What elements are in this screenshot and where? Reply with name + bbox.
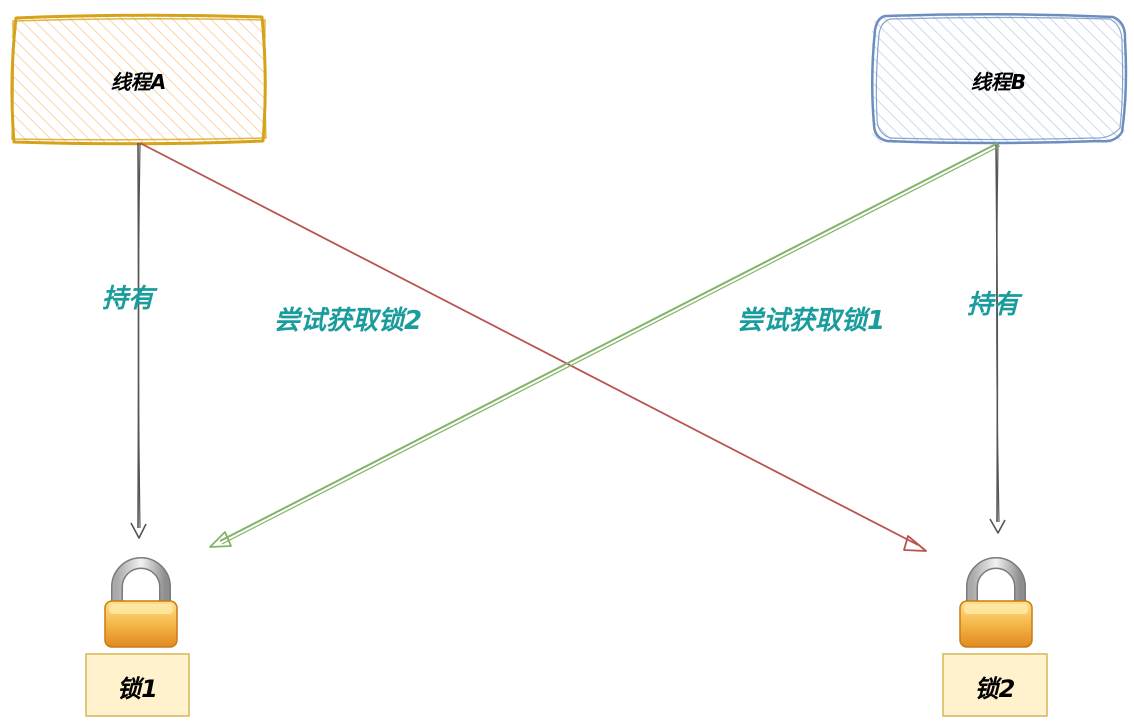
thread-b-box[interactable] [870, 12, 1128, 145]
thread-b-label: 线程B [970, 70, 1027, 94]
lock1-label: 锁1 [117, 675, 158, 703]
edge-a-holds-lock1 [130, 142, 147, 539]
lock2-icon [959, 557, 1033, 648]
thread-a-label: 线程A [110, 70, 167, 94]
edge-label-b-tries-lock1: 尝试获取锁1 [737, 306, 886, 336]
edge-b-tries-lock1 [209, 142, 1001, 548]
lock1-icon [104, 557, 178, 648]
edge-a-tries-lock2 [139, 142, 927, 552]
edge-b-holds-lock2 [989, 142, 1006, 534]
edge-label-b-holds: 持有 [967, 290, 1020, 320]
lock2-label-box[interactable] [942, 653, 1048, 717]
edge-label-a-tries-lock2: 尝试获取锁2 [274, 306, 423, 336]
edge-label-a-holds: 持有 [102, 284, 155, 314]
lock1-label-box[interactable] [85, 653, 190, 717]
thread-a-box[interactable] [10, 13, 267, 146]
lock2-label: 锁2 [974, 675, 1016, 703]
